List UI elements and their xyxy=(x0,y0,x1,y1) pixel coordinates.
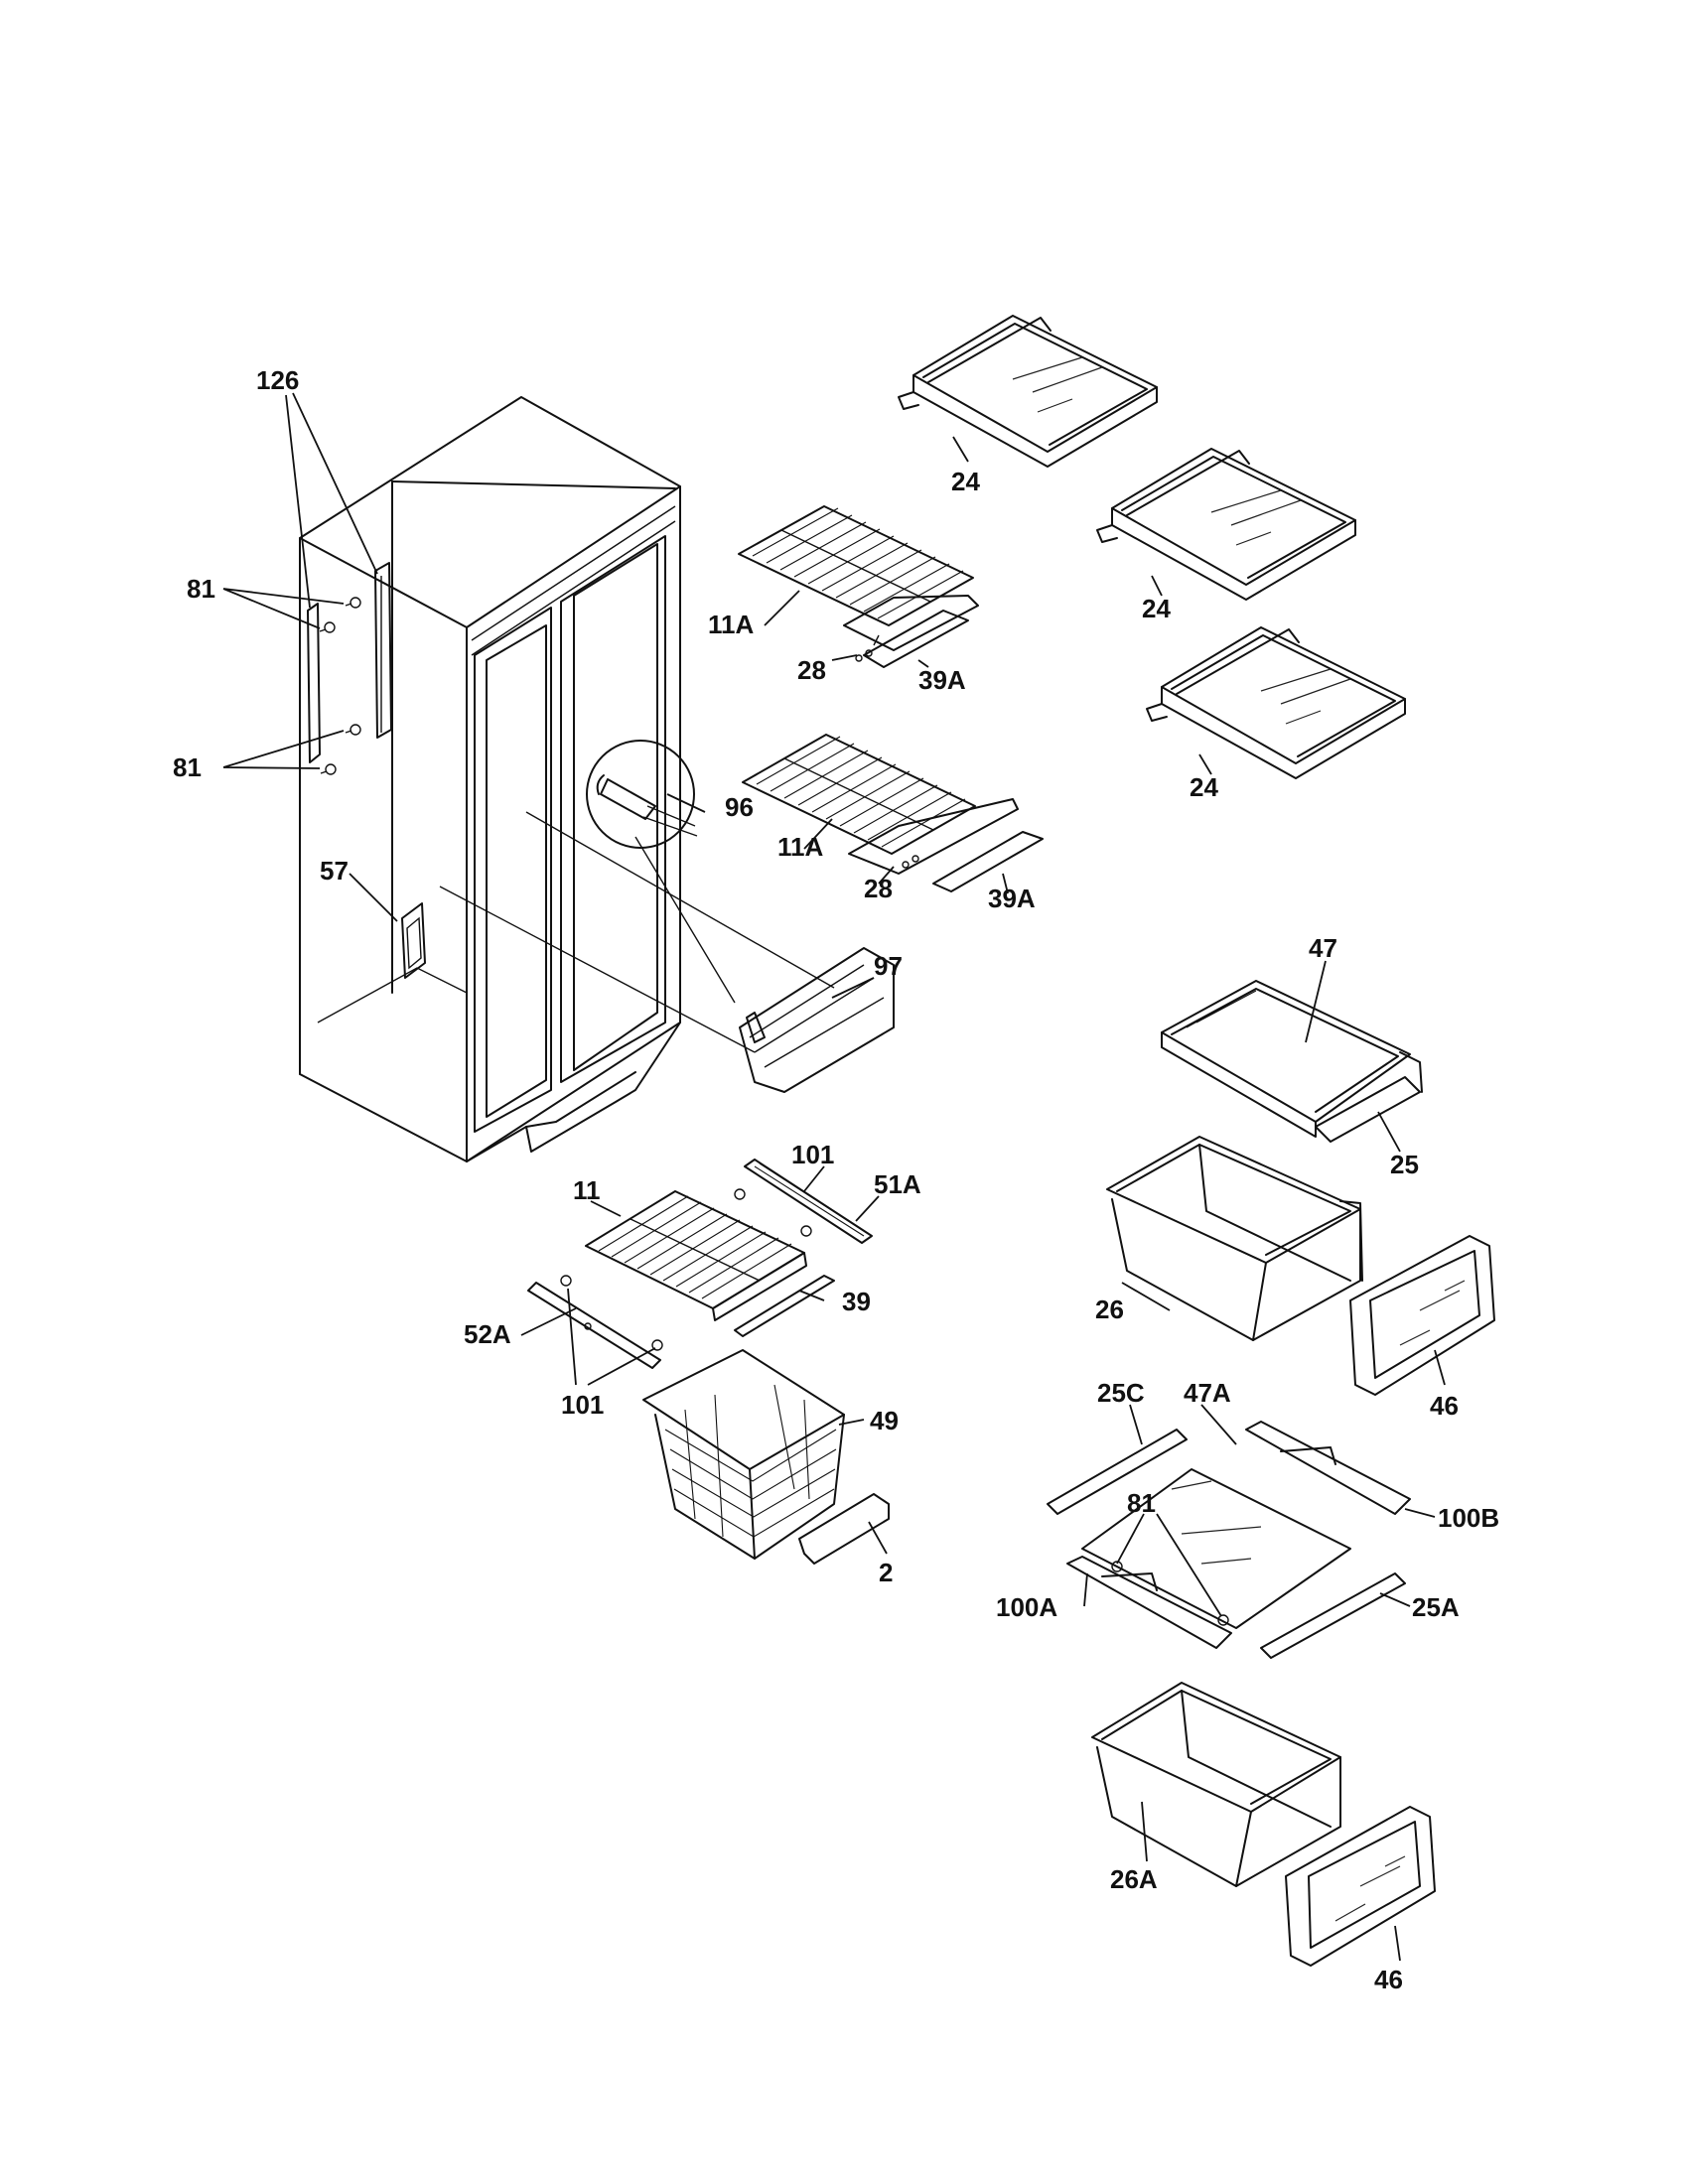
part-label-96: 96 xyxy=(725,792,754,822)
glass-shelf-top xyxy=(898,315,1158,468)
part-label-81-upper: 81 xyxy=(187,574,215,604)
part-label-100b: 100B xyxy=(1438,1503,1499,1533)
crisper-drawer-front-lower xyxy=(1285,1806,1436,1967)
part-label-25: 25 xyxy=(1390,1150,1419,1179)
part-label-11a-upper: 11A xyxy=(708,610,754,639)
crisper-drawer-front-upper xyxy=(1349,1235,1495,1396)
part-label-47a: 47A xyxy=(1184,1378,1231,1408)
leader-lines xyxy=(222,392,1446,1962)
part-label-46-upper: 46 xyxy=(1430,1391,1459,1421)
part-label-26a: 26A xyxy=(1110,1864,1158,1894)
glass-shelf-middle xyxy=(1096,448,1356,601)
part-label-97: 97 xyxy=(874,951,903,981)
freezer-shelf-11 xyxy=(585,1190,835,1337)
part-label-51a: 51A xyxy=(874,1169,921,1199)
refrigerator-cabinet xyxy=(299,396,835,1162)
part-label-11a-lower: 11A xyxy=(777,832,823,862)
part-label-28-lower: 28 xyxy=(864,874,893,903)
part-label-101-lower: 101 xyxy=(561,1390,604,1420)
part-label-52a: 52A xyxy=(464,1319,511,1349)
part-label-24-top: 24 xyxy=(951,467,980,496)
part-label-100a: 100A xyxy=(996,1592,1057,1622)
part-label-126: 126 xyxy=(256,365,299,395)
part-label-28-upper: 28 xyxy=(797,655,826,685)
part-label-49: 49 xyxy=(870,1406,899,1435)
part-label-101-upper: 101 xyxy=(791,1140,834,1169)
part-label-47: 47 xyxy=(1309,933,1337,963)
freezer-rail-51a xyxy=(734,1159,873,1244)
part-label-11: 11 xyxy=(573,1175,601,1205)
part-label-39a-lower: 39A xyxy=(988,884,1036,913)
part-label-24-middle: 24 xyxy=(1142,594,1171,623)
crisper-cover xyxy=(1161,980,1423,1143)
part-label-25c: 25C xyxy=(1097,1378,1145,1408)
part-label-39: 39 xyxy=(842,1287,871,1316)
part-label-26: 26 xyxy=(1095,1295,1124,1324)
part-label-46-lower: 46 xyxy=(1374,1965,1403,1994)
ice-bin-bracket-assembly xyxy=(586,740,895,1093)
crisper-drawer-lower xyxy=(1091,1682,1341,1887)
part-label-57: 57 xyxy=(320,856,349,886)
freezer-basket xyxy=(642,1349,890,1565)
part-label-81-crisper: 81 xyxy=(1127,1488,1156,1518)
part-label-39a-upper: 39A xyxy=(918,665,966,695)
part-label-2: 2 xyxy=(879,1558,893,1587)
freezer-wire-shelf-upper xyxy=(738,505,979,668)
part-labels: 126 81 81 57 96 97 11A 28 39A 11A 28 39A… xyxy=(173,365,1499,1994)
glass-shelf-bottom xyxy=(1146,626,1406,779)
part-label-81-lower: 81 xyxy=(173,752,202,782)
freezer-rail-52a xyxy=(527,1275,663,1369)
part-label-25a: 25A xyxy=(1412,1592,1460,1622)
crisper-cover-lower-assembly xyxy=(1047,1421,1411,1659)
part-label-24-bottom: 24 xyxy=(1190,772,1218,802)
crisper-drawer-upper xyxy=(1106,1136,1363,1341)
